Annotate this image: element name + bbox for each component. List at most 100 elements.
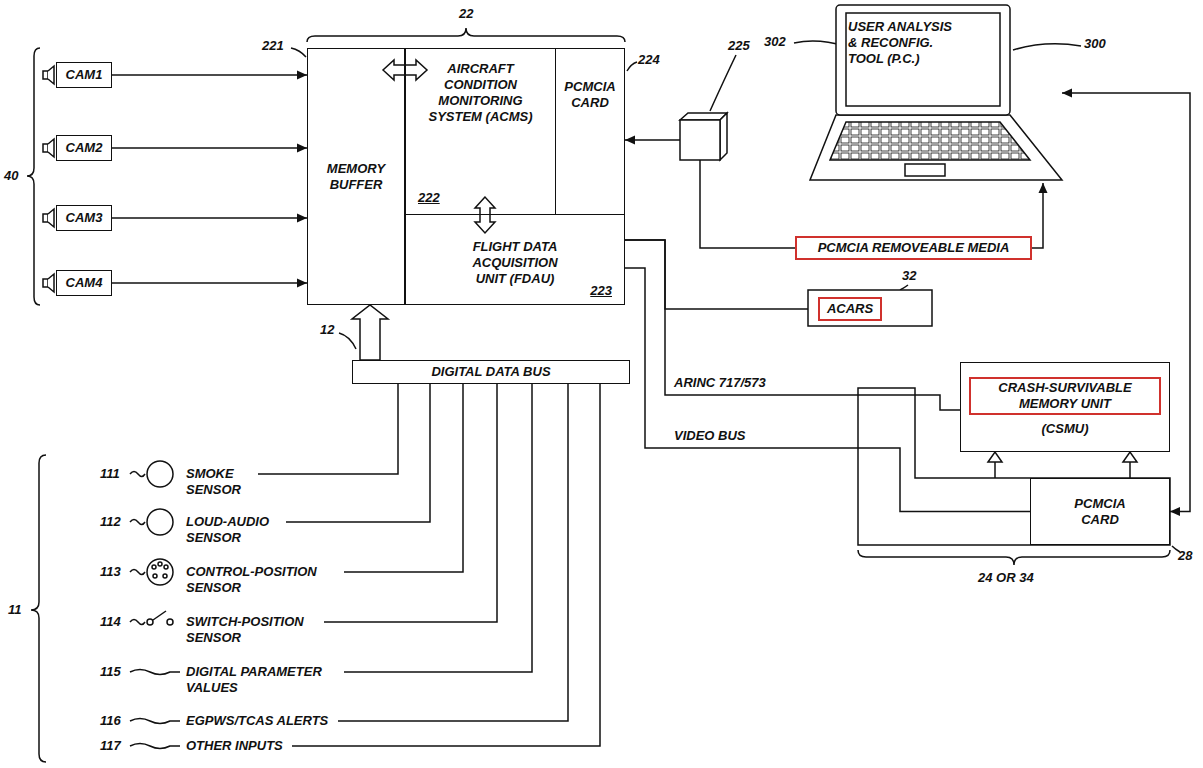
camera-box: CAM4 bbox=[56, 270, 112, 296]
sensor-icon bbox=[147, 461, 173, 625]
leader-line bbox=[130, 744, 180, 749]
pcmcia-reader bbox=[680, 120, 720, 160]
node-text: CRASH-SURVIVABLE MEMORY UNIT bbox=[969, 377, 1161, 415]
sensor-icon bbox=[153, 574, 157, 578]
laptop-illustration bbox=[836, 5, 1010, 115]
node-text: CAM1 bbox=[66, 67, 103, 83]
acars-housing bbox=[808, 290, 932, 326]
bus-drop-line bbox=[344, 384, 463, 572]
bracket bbox=[858, 550, 1170, 565]
data-bus: DIGITAL DATA BUS bbox=[352, 360, 630, 384]
sensor-label: SMOKE SENSOR bbox=[186, 466, 250, 498]
connector bbox=[1032, 183, 1048, 248]
bracket bbox=[27, 48, 40, 305]
leader-line bbox=[130, 41, 1180, 748]
recorder-housing bbox=[1123, 452, 1137, 478]
sensor-icon bbox=[147, 619, 153, 625]
pcmcia-reader bbox=[680, 113, 727, 160]
sensor-icon bbox=[164, 565, 168, 569]
speaker-icon bbox=[48, 209, 54, 227]
node-text: PCMCIA REMOVEABLE MEDIA bbox=[818, 240, 1010, 256]
node-text: AIRCRAFT CONDITION MONITORING SYSTEM (AC… bbox=[420, 61, 542, 125]
node-text: DIGITAL DATA BUS bbox=[431, 364, 550, 380]
bus-drop-line bbox=[338, 384, 568, 721]
speaker-icon bbox=[48, 139, 54, 157]
leader-line bbox=[710, 55, 736, 111]
bus-drop-line bbox=[286, 384, 430, 522]
arrowhead bbox=[1062, 89, 1072, 98]
callout-number: 117 bbox=[100, 738, 121, 754]
connector-line bbox=[112, 282, 307, 284]
callout-number: 32 bbox=[902, 268, 916, 284]
connector bbox=[112, 144, 307, 153]
node-text: PCMCIA CARD bbox=[1064, 496, 1136, 528]
callout-number: 22 bbox=[459, 6, 473, 22]
bracket bbox=[27, 28, 1170, 762]
callout-number: 12 bbox=[320, 322, 334, 338]
laptop-illustration bbox=[905, 164, 945, 176]
hollow-arrow bbox=[475, 197, 495, 233]
pcmcia-reader bbox=[720, 113, 727, 160]
callout-number: 112 bbox=[100, 514, 121, 530]
bracket bbox=[307, 28, 625, 42]
laptop-illustration bbox=[810, 5, 1062, 180]
connector bbox=[112, 279, 307, 288]
leader-line bbox=[1013, 44, 1081, 50]
arrowhead bbox=[297, 71, 307, 80]
arrowhead bbox=[625, 136, 635, 145]
pcmcia-card: PCMCIA CARD bbox=[1030, 478, 1170, 545]
leader-line bbox=[130, 520, 145, 525]
leader-line bbox=[627, 62, 637, 71]
fdau-box: FLIGHT DATA ACQUISITION UNIT (FDAU)223 bbox=[405, 214, 625, 305]
laptop-illustration bbox=[810, 115, 1062, 180]
node-text: USER ANALYSIS & RECONFIG. TOOL (P.C.) bbox=[848, 19, 960, 67]
leader-line bbox=[130, 570, 145, 575]
bus-drop-line bbox=[292, 384, 600, 746]
callout-number: 302 bbox=[764, 34, 786, 50]
bus-drop-line bbox=[258, 384, 398, 474]
acms-box: AIRCRAFT CONDITION MONITORING SYSTEM (AC… bbox=[405, 48, 556, 215]
sensor-label: OTHER INPUTS bbox=[186, 738, 283, 754]
sensor-label: LOUD-AUDIO SENSOR bbox=[186, 514, 278, 546]
pcmcia-reader bbox=[680, 113, 727, 120]
connector bbox=[112, 214, 307, 223]
bracket bbox=[31, 455, 46, 762]
leader-line bbox=[291, 48, 306, 57]
node-text: MEMORY BUFFER bbox=[316, 161, 396, 193]
leader-line bbox=[130, 472, 145, 477]
node-text: CAM4 bbox=[66, 275, 103, 291]
sensor-icon bbox=[152, 565, 156, 569]
callout-number: 113 bbox=[100, 564, 121, 580]
speaker-icon bbox=[43, 71, 48, 79]
laptop: USER ANALYSIS & RECONFIG. TOOL (P.C.) bbox=[808, 5, 1062, 183]
connector-line bbox=[112, 74, 307, 76]
camera-box: CAM1 bbox=[56, 62, 112, 88]
sensor-icon bbox=[147, 461, 173, 487]
arrowhead bbox=[297, 279, 307, 288]
node-text: 222 bbox=[418, 190, 440, 206]
connector bbox=[475, 197, 495, 233]
sensor-icon bbox=[163, 574, 167, 578]
connector-line bbox=[112, 147, 307, 149]
leader-line bbox=[339, 333, 356, 349]
recorder-housing bbox=[988, 452, 1002, 478]
camera-box: CAM3 bbox=[56, 205, 112, 231]
sensor-icon bbox=[153, 611, 166, 620]
node-text: PCMCIA CARD bbox=[557, 79, 623, 111]
callout-number: 11 bbox=[8, 602, 22, 618]
leader-line bbox=[130, 719, 180, 724]
bus-drop-line bbox=[344, 384, 532, 672]
connector bbox=[112, 71, 307, 80]
sensor-label: DIGITAL PARAMETER VALUES bbox=[186, 664, 336, 696]
pcmcia-card: PCMCIA CARD bbox=[555, 48, 625, 215]
callout-number: 221 bbox=[262, 38, 284, 54]
speaker-icon bbox=[43, 144, 48, 152]
connector-line bbox=[625, 240, 818, 309]
node-text: FLIGHT DATA ACQUISITION UNIT (FDAU) bbox=[460, 239, 570, 287]
connector bbox=[625, 240, 960, 410]
camera-box: CAM2 bbox=[56, 135, 112, 161]
speaker-icon bbox=[43, 66, 54, 292]
arrowhead bbox=[297, 214, 307, 223]
node-text: (CSMU) bbox=[1042, 421, 1089, 437]
